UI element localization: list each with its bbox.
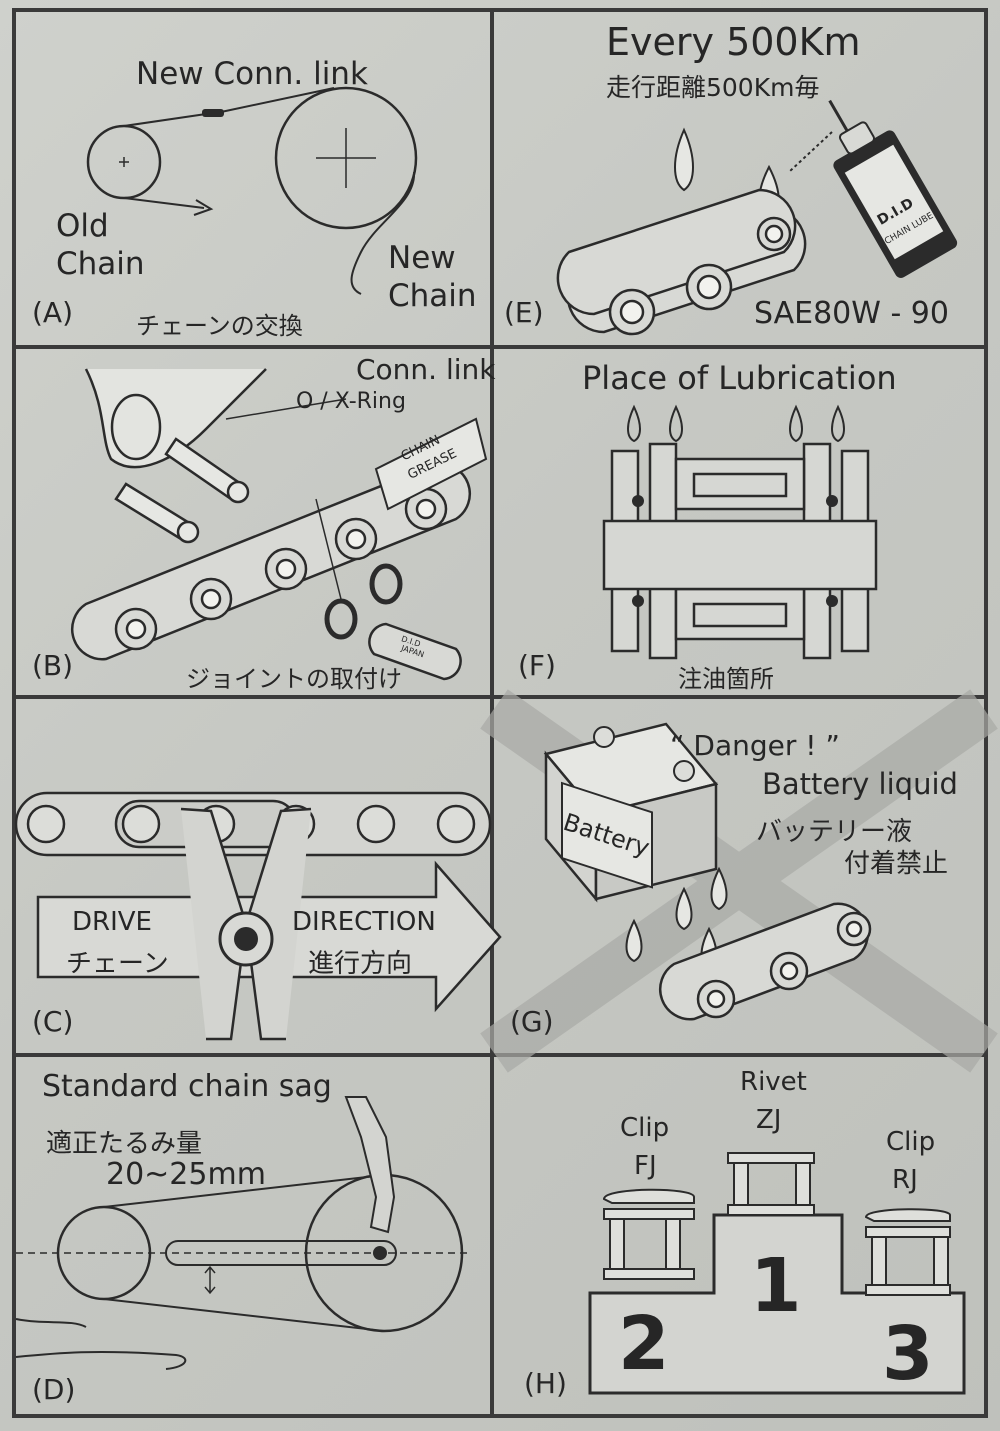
chain-sag-title: Standard chain sag: [42, 1069, 332, 1104]
row-divider-2: [12, 695, 988, 699]
direction-label-jp: 進行方向: [308, 949, 413, 979]
panel-d-letter: (D): [32, 1373, 76, 1406]
chain-oil-diagram: [556, 99, 958, 336]
new-conn-link-label: New Conn. link: [136, 56, 368, 92]
battery-liquid-label: Battery liquid: [762, 767, 958, 801]
panel-g-battery-warning: Battery “ Danger ! ” Battery liquid バッテリ…: [480, 689, 998, 1073]
direction-label: DIRECTION: [292, 907, 436, 937]
panel-f-lubrication-points: Place of Lubrication (F) 注油箇所: [494, 349, 984, 695]
joint-podium-diagram: [588, 1152, 966, 1395]
panel-c-letter: (C): [32, 1005, 74, 1038]
panel-h-letter: (H): [524, 1367, 567, 1400]
clip-right-label: Clip: [886, 1127, 936, 1157]
clip-left-label: Clip: [620, 1113, 670, 1143]
panel-a-chain-replacement: New Conn. link Old Chain New Chain (A) チ…: [16, 12, 490, 345]
drive-label-jp: チェーン: [66, 949, 169, 979]
conn-link-diagram: [71, 368, 488, 681]
rj-label: RJ: [892, 1165, 918, 1195]
battery-warning-diagram: [480, 689, 998, 1073]
battery-jp-2: 付着禁止: [844, 849, 949, 879]
chain-sag-diagram: [15, 1096, 471, 1370]
panel-b-caption: ジョイントの取付け: [186, 665, 402, 693]
panel-f-letter: (F): [518, 649, 556, 682]
rivet-label: Rivet: [740, 1067, 807, 1097]
panel-a-caption: チェーンの交換: [136, 312, 303, 340]
lubrication-title: Place of Lubrication: [582, 359, 897, 397]
drive-label: DRIVE: [72, 907, 152, 937]
chain-sag-title-jp: 適正たるみ量: [46, 1129, 203, 1159]
panel-e-lubrication-interval: Every 500Km 走行距離500Km毎 D.I.D CHAIN LUBE …: [494, 12, 984, 345]
panel-e-letter: (E): [504, 296, 544, 329]
panel-b-letter: (B): [32, 649, 74, 682]
panel-b-connecting-link: Conn. link O / X-Ring CHAIN GREASE D.I.D…: [16, 349, 496, 695]
fj-label: FJ: [634, 1151, 657, 1181]
panel-a-letter: (A): [32, 296, 74, 329]
old-chain-label-2: Chain: [56, 246, 145, 282]
rank-1: 1: [750, 1243, 802, 1329]
panel-g-letter: (G): [510, 1005, 554, 1038]
new-chain-label-1: New: [388, 240, 456, 276]
panel-d-chain-sag: Standard chain sag 適正たるみ量 20~25mm (D): [15, 1057, 490, 1414]
panel-f-caption: 注油箇所: [678, 665, 774, 693]
panel-c-drive-direction: DRIVE チェーン DIRECTION 進行方向 (C): [14, 699, 502, 1053]
ring-label: O / X-Ring: [296, 389, 406, 414]
zj-label: ZJ: [756, 1105, 782, 1135]
chain-sag-value: 20~25mm: [106, 1157, 266, 1192]
lubrication-points-diagram: [602, 404, 878, 660]
danger-label: “ Danger ! ”: [670, 729, 840, 762]
drive-direction-diagram: [14, 791, 502, 1041]
interval-title: Every 500Km: [606, 20, 861, 64]
new-chain-label-2: Chain: [388, 278, 477, 314]
rank-2: 2: [618, 1301, 670, 1387]
chain-replacement-diagram: [86, 86, 418, 295]
rank-3: 3: [882, 1311, 934, 1397]
row-divider-1: [12, 345, 988, 349]
oil-grade: SAE80W - 90: [754, 296, 949, 331]
interval-title-jp: 走行距離500Km毎: [606, 73, 820, 102]
panel-h-joint-types: Rivet ZJ Clip FJ Clip RJ 1 2 3 (H): [494, 1057, 984, 1414]
old-chain-label-1: Old: [56, 208, 109, 244]
conn-link-label: Conn. link: [356, 353, 496, 386]
battery-jp-1: バッテリー液: [756, 817, 913, 847]
